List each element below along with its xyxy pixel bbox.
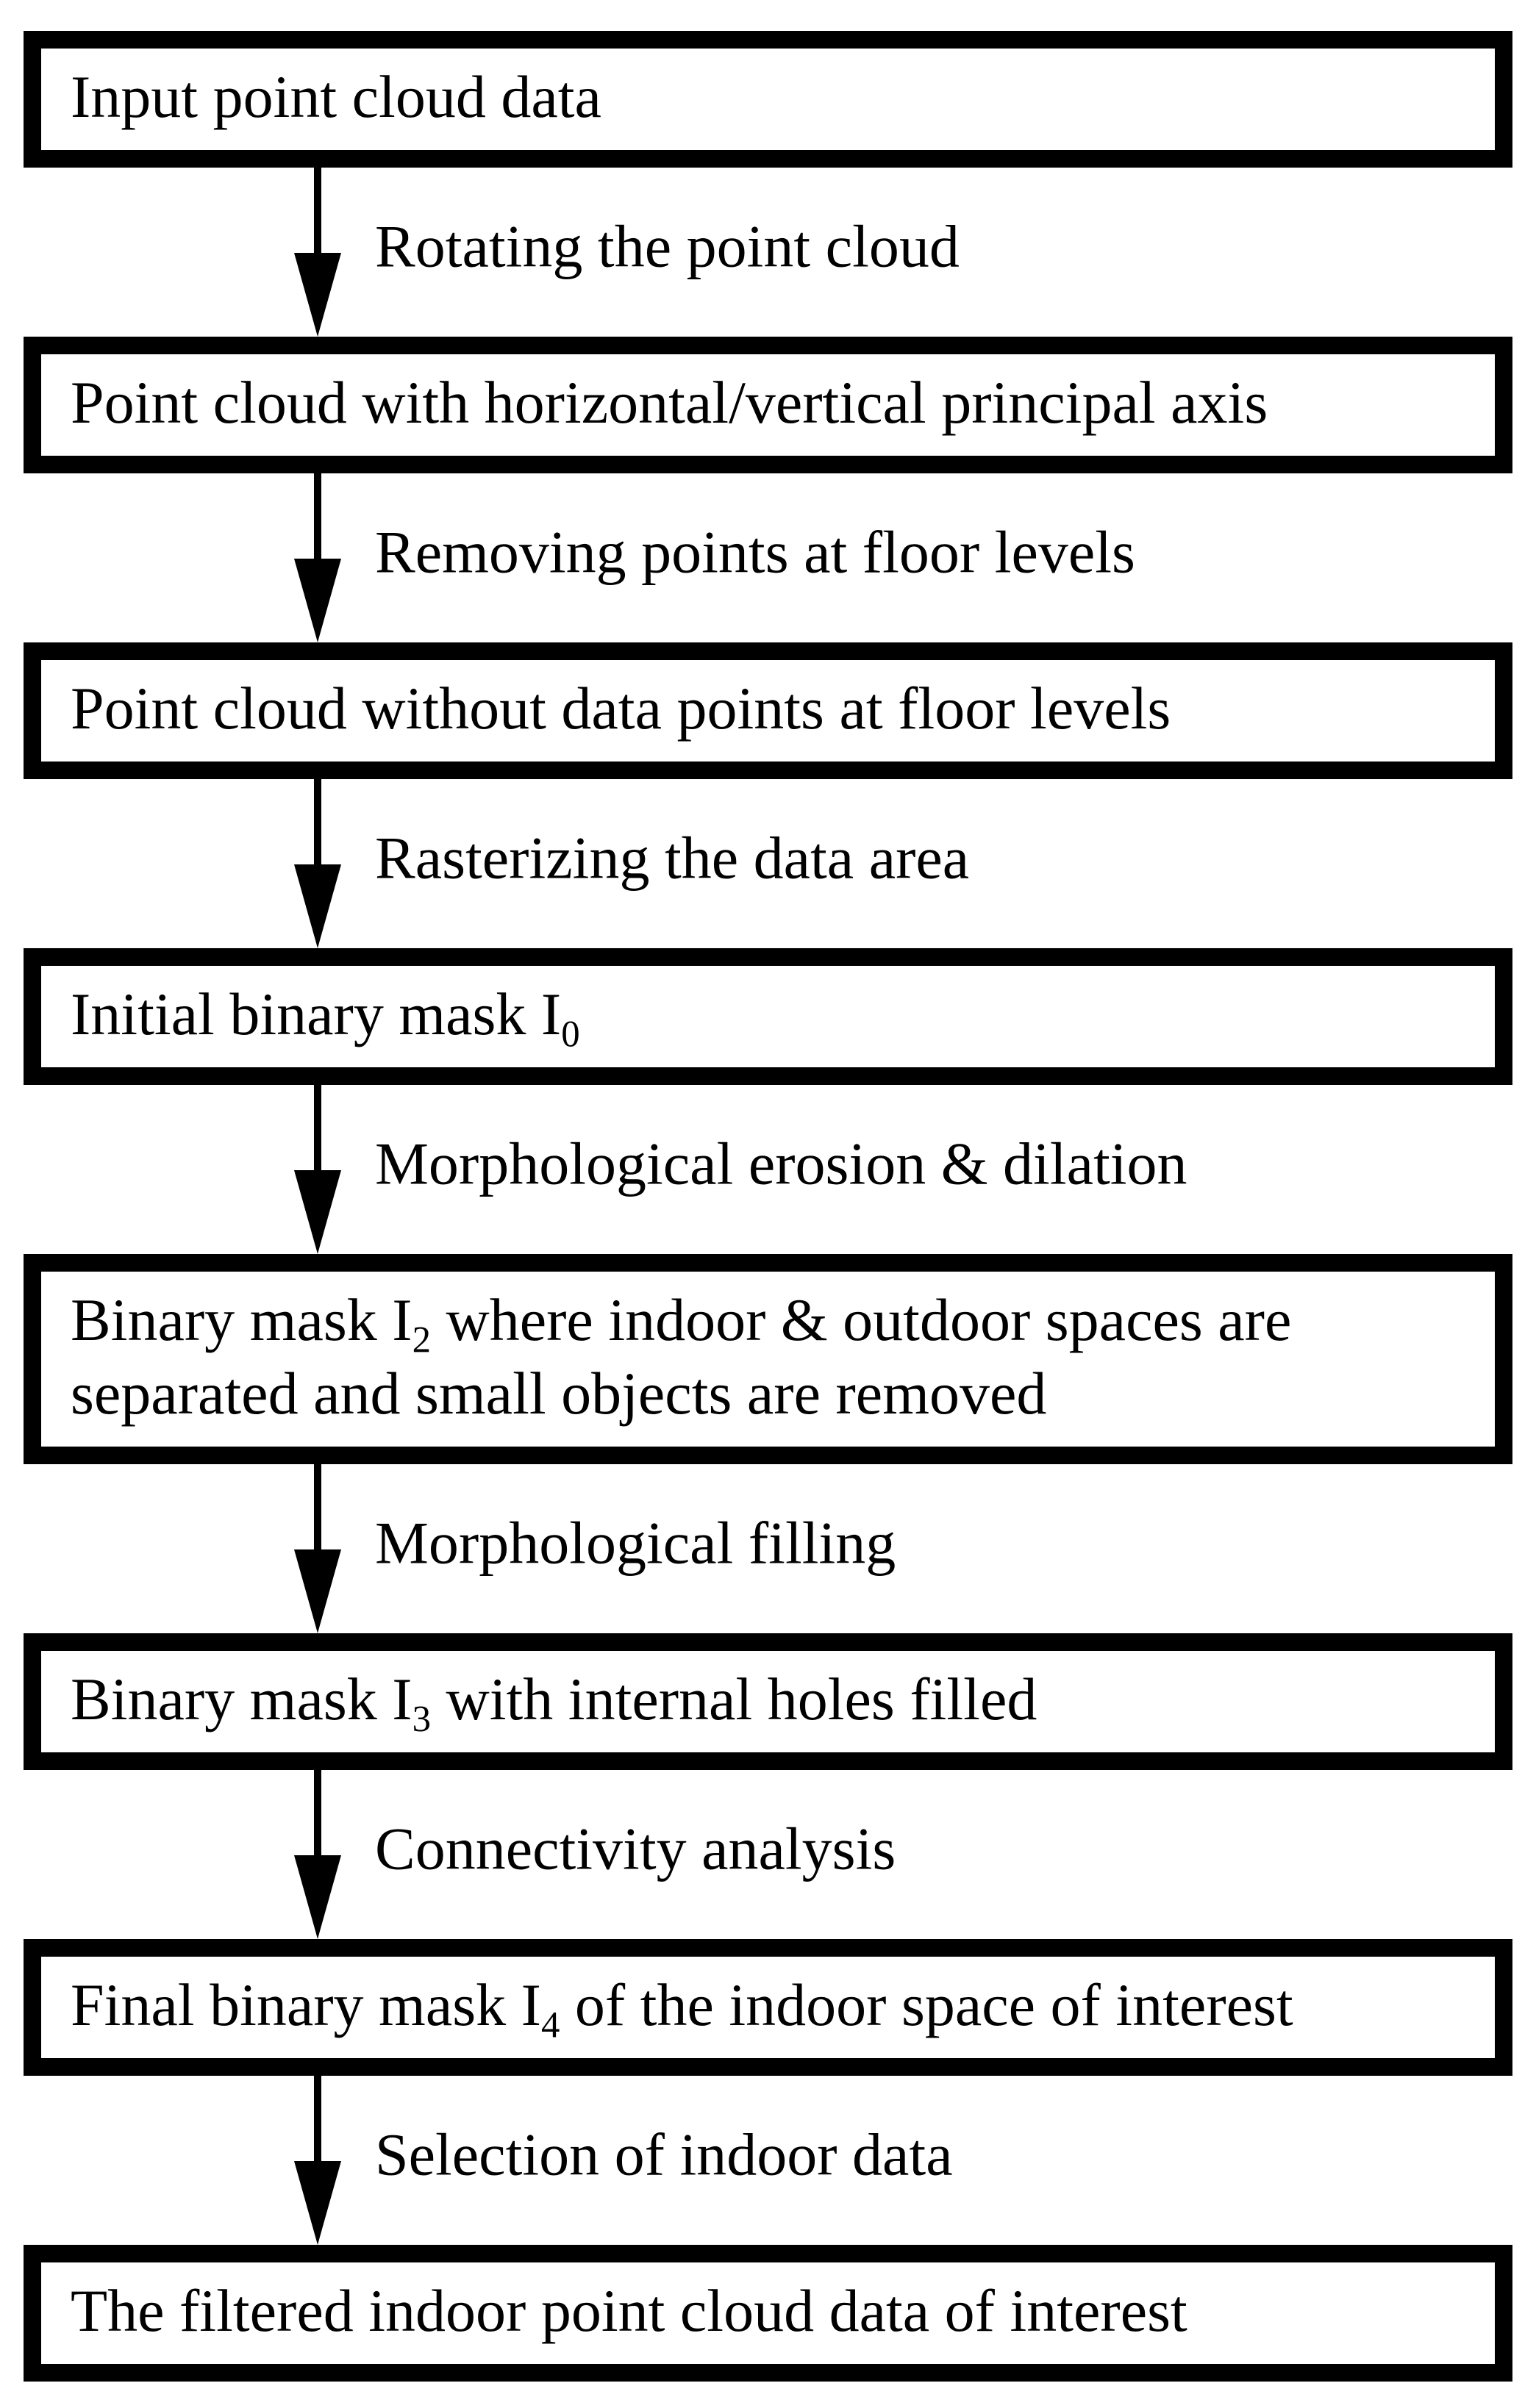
box-rotated-point-cloud: Point cloud with horizontal/vertical pri… [24, 337, 1512, 473]
box-binary-mask-i2: Binary mask I2 where indoor & outdoor sp… [24, 1254, 1512, 1464]
down-arrow-head-icon [294, 864, 341, 948]
subscript: 4 [540, 2004, 560, 2046]
down-arrow-head-icon [294, 1549, 341, 1633]
box-text: Initial binary mask I0 [71, 980, 580, 1055]
arrow-label: Connectivity analysis [375, 1815, 896, 1882]
connector-selection-indoor-data: Selection of indoor data [24, 2076, 1512, 2245]
arrow-label: Morphological filling [375, 1509, 896, 1577]
arrow-label: Rotating the point cloud [375, 212, 960, 280]
down-arrow-head-icon [294, 1855, 341, 1939]
arrow-label: Selection of indoor data [375, 2121, 953, 2188]
box-filtered-indoor-point-cloud: The filtered indoor point cloud data of … [24, 2245, 1512, 2382]
box-binary-mask-i3: Binary mask I3 with internal holes fille… [24, 1633, 1512, 1770]
down-arrow-head-icon [294, 2161, 341, 2245]
box-text: Binary mask I2 where indoor & outdoor sp… [71, 1286, 1292, 1427]
down-arrow-head-icon [294, 1170, 341, 1254]
subscript: 2 [412, 1319, 431, 1361]
connector-rasterizing: Rasterizing the data area [24, 779, 1512, 948]
box-text: Point cloud without data points at floor… [71, 674, 1171, 742]
arrow-label: Morphological erosion & dilation [375, 1130, 1187, 1197]
connector-connectivity-analysis: Connectivity analysis [24, 1770, 1512, 1939]
down-arrow-line [314, 2076, 321, 2165]
down-arrow-line [314, 1770, 321, 1860]
down-arrow-line [314, 473, 321, 563]
arrow-label: Rasterizing the data area [375, 824, 970, 892]
connector-erosion-dilation: Morphological erosion & dilation [24, 1085, 1512, 1254]
box-final-binary-mask-i4: Final binary mask I4 of the indoor space… [24, 1939, 1512, 2076]
box-floor-removed-point-cloud: Point cloud without data points at floor… [24, 642, 1512, 779]
down-arrow-line [314, 1464, 321, 1554]
box-text: Binary mask I3 with internal holes fille… [71, 1665, 1037, 1740]
connector-rotating: Rotating the point cloud [24, 168, 1512, 337]
box-initial-binary-mask-i0: Initial binary mask I0 [24, 948, 1512, 1085]
box-text: Input point cloud data [71, 62, 601, 130]
down-arrow-head-icon [294, 559, 341, 642]
box-input-point-cloud: Input point cloud data [24, 31, 1512, 168]
subscript: 0 [561, 1013, 580, 1055]
box-text: The filtered indoor point cloud data of … [71, 2276, 1187, 2344]
down-arrow-line [314, 779, 321, 869]
down-arrow-line [314, 168, 321, 257]
down-arrow-head-icon [294, 253, 341, 337]
subscript: 3 [412, 1698, 431, 1740]
box-text: Point cloud with horizontal/vertical pri… [71, 368, 1268, 436]
connector-removing-floor-points: Removing points at floor levels [24, 473, 1512, 642]
box-text: Final binary mask I4 of the indoor space… [71, 1971, 1293, 2046]
connector-morphological-filling: Morphological filling [24, 1464, 1512, 1633]
arrow-label: Removing points at floor levels [375, 518, 1135, 586]
down-arrow-line [314, 1085, 321, 1175]
